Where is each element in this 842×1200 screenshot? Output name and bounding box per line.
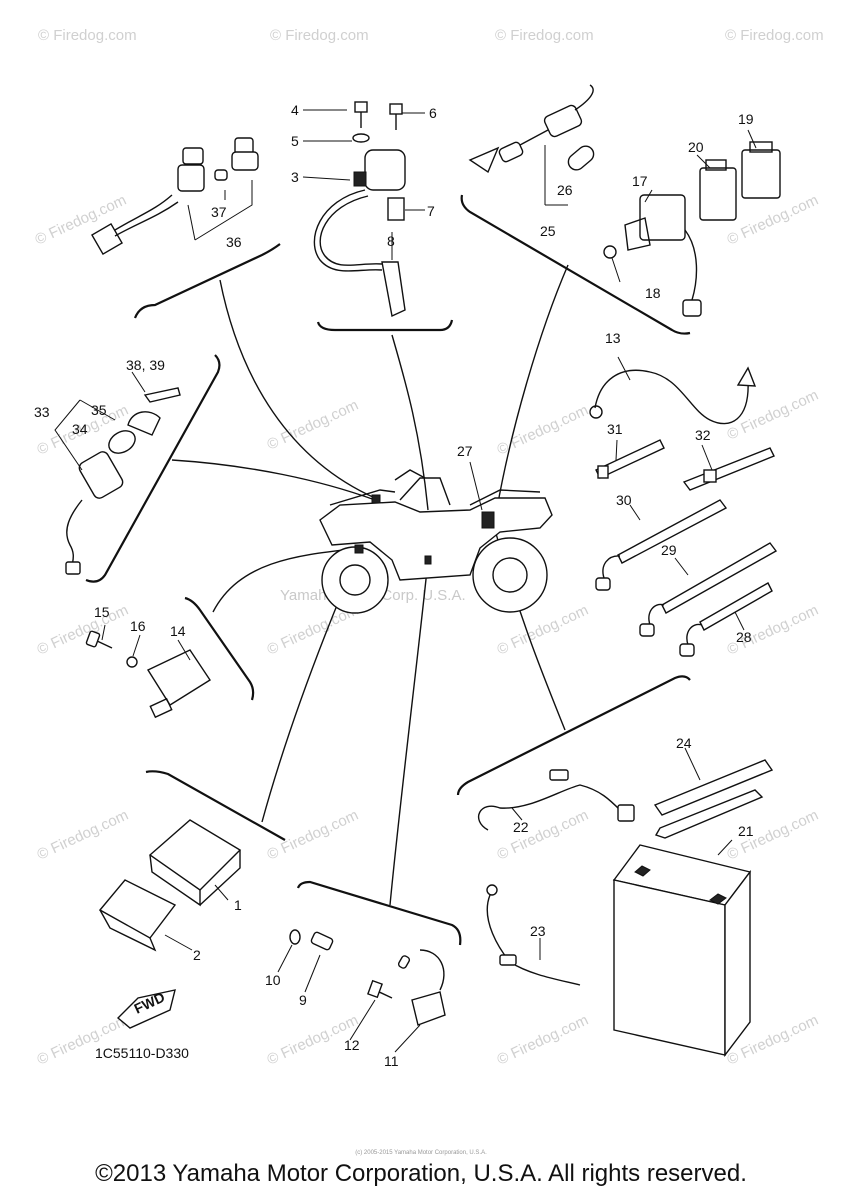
callout-5: 5: [291, 133, 299, 149]
callout-10: 10: [265, 972, 281, 988]
part-group-36-37: [91, 137, 259, 255]
atv-illustration: [319, 469, 553, 614]
callout-labels: 1 2 3 4 5 6 7 8 9 10 11 12 13 14 15 16 1…: [34, 102, 754, 1069]
callout-25: 25: [540, 223, 556, 239]
callout-9: 9: [299, 992, 307, 1008]
callout-14: 14: [170, 623, 186, 639]
watermark: © Firedog.com: [265, 807, 362, 864]
part-group-21-24: [477, 759, 774, 1058]
callout-2: 2: [193, 947, 201, 963]
part-27: [469, 461, 483, 511]
callout-37: 37: [211, 204, 227, 220]
callout-29: 29: [661, 542, 677, 558]
callout-21: 21: [738, 823, 754, 839]
small-copyright: (c) 2005-2015 Yamaha Motor Corporation, …: [355, 1150, 487, 1156]
callout-38-39: 38, 39: [126, 357, 165, 373]
callout-4: 4: [291, 102, 299, 118]
watermark: © Firedog.com: [495, 807, 592, 864]
callout-26: 26: [557, 182, 573, 198]
part-group-25-26: [468, 84, 595, 206]
callout-6: 6: [429, 105, 437, 121]
diagram-code: 1C55110-D330: [95, 1045, 189, 1061]
callout-11: 11: [384, 1053, 399, 1069]
callout-35: 35: [91, 402, 107, 418]
copyright-footer: ©2013 Yamaha Motor Corporation, U.S.A. A…: [95, 1160, 747, 1187]
watermark: © Firedog.com: [725, 387, 822, 444]
callout-32: 32: [695, 427, 711, 443]
callout-33: 33: [34, 404, 50, 420]
callout-15: 15: [94, 604, 110, 620]
callout-17: 17: [632, 173, 648, 189]
callout-30: 30: [616, 492, 632, 508]
callout-27: 27: [457, 443, 473, 459]
watermark: © Firedog.com: [38, 27, 137, 44]
section-brackets: [85, 194, 691, 946]
callout-7: 7: [427, 203, 435, 219]
callout-22: 22: [513, 819, 529, 835]
callout-8: 8: [387, 233, 395, 249]
callout-13: 13: [605, 330, 621, 346]
callout-23: 23: [530, 923, 546, 939]
part-13: [589, 366, 757, 425]
part-group-33-39: [54, 371, 181, 575]
callout-12: 12: [344, 1037, 360, 1053]
callout-28: 28: [736, 629, 752, 645]
watermark: © Firedog.com: [35, 602, 132, 659]
watermark: © Firedog.com: [265, 397, 362, 454]
callout-20: 20: [688, 139, 704, 155]
callout-1: 1: [234, 897, 242, 913]
watermark: © Firedog.com: [495, 1012, 592, 1069]
watermark: © Firedog.com: [725, 192, 822, 249]
fwd-arrow: FWD: [116, 989, 176, 1029]
watermark: © Firedog.com: [35, 807, 132, 864]
callout-19: 19: [738, 111, 754, 127]
callout-3: 3: [291, 169, 299, 185]
watermark: © Firedog.com: [270, 27, 369, 44]
callout-24: 24: [676, 735, 692, 751]
callout-16: 16: [130, 618, 146, 634]
part-group-14-16: [85, 630, 211, 719]
watermark: © Firedog.com: [725, 27, 824, 44]
callout-18: 18: [645, 285, 661, 301]
callout-leaders: [101, 109, 757, 1053]
part-group-3-8: [313, 101, 406, 318]
watermark: © Firedog.com: [495, 27, 594, 44]
part-group-17-20: [603, 141, 781, 317]
callout-36: 36: [226, 234, 242, 250]
callout-31: 31: [607, 421, 623, 437]
part-group-1-2: [98, 819, 242, 952]
part-group-9-12: [289, 929, 446, 1026]
callout-34: 34: [72, 421, 88, 437]
cable-ties: [595, 439, 778, 657]
